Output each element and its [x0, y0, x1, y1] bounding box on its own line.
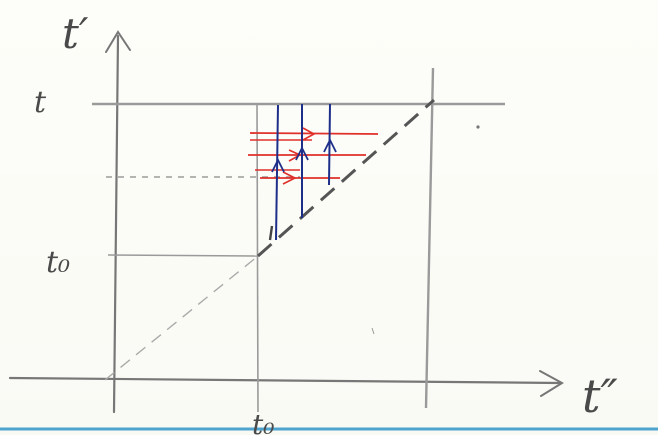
y-axis-label: t′ — [62, 9, 89, 58]
pencil-speck — [476, 125, 480, 129]
y-axis-arrowhead — [105, 30, 131, 53]
red-arrowhead-2 — [288, 149, 302, 162]
horizontal-line-t0 — [107, 254, 259, 257]
red-arrowhead-3 — [282, 171, 297, 185]
y-axis — [112, 34, 120, 414]
y-tick-t0: t₀ — [46, 245, 70, 280]
x-axis-label: t″ — [582, 369, 618, 423]
diagonal-dashed-bold — [257, 98, 435, 258]
diagonal-dashed-thin — [104, 255, 259, 381]
blue-line-1 — [275, 104, 279, 241]
x-axis-arrowhead — [539, 370, 564, 397]
vertical-line-t0 — [256, 103, 259, 413]
diagonal-tick-mark — [268, 225, 274, 241]
blue-arrowhead-2 — [295, 145, 309, 161]
blue-line-3 — [328, 103, 331, 186]
x-axis — [8, 376, 562, 385]
blue-arrowhead-1 — [271, 157, 285, 173]
blue-arrowhead-3 — [323, 137, 337, 153]
x-tick-t0: t₀ — [252, 408, 274, 435]
vertical-line-t — [424, 67, 435, 409]
red-arrowhead-1 — [302, 127, 316, 141]
y-tick-t: t — [34, 85, 47, 120]
pencil-speck — [371, 327, 375, 335]
